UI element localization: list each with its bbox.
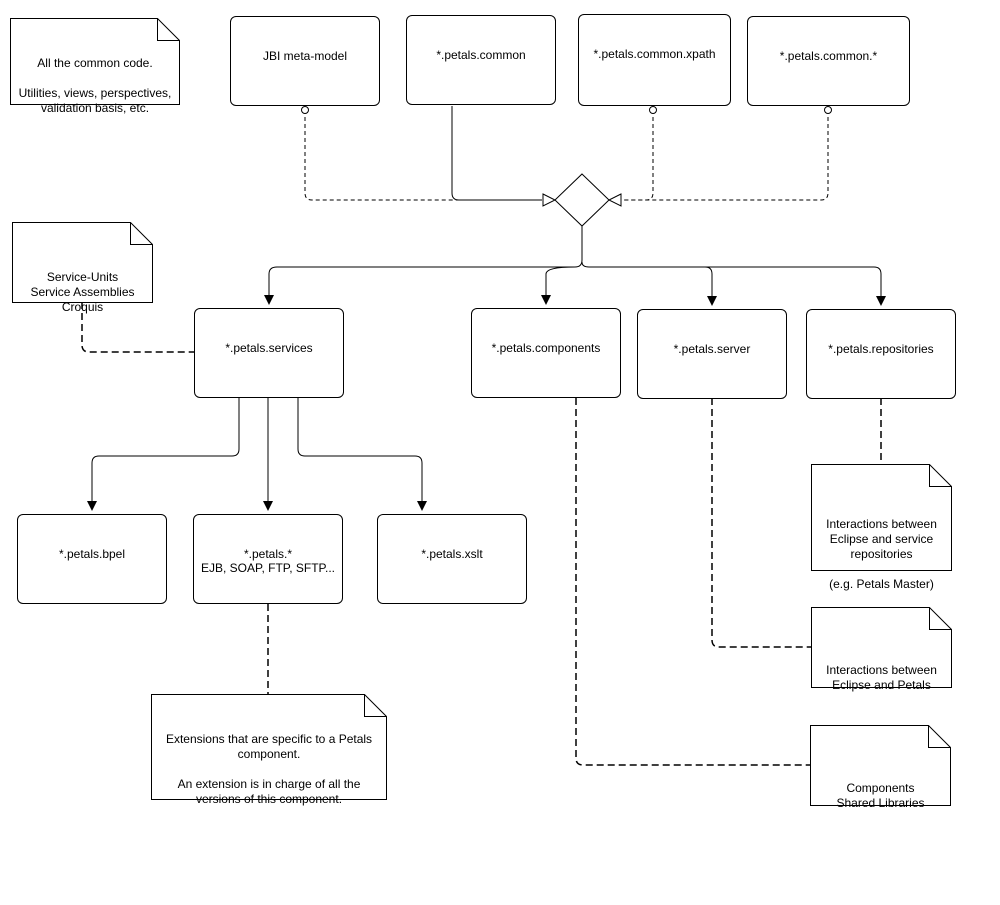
connector-end-jbi (301, 106, 309, 114)
module-label: *.petals.bpel (58, 547, 126, 561)
module-label: *.petals.components (491, 341, 601, 355)
module-petals-common-xpath: *.petals.common.xpath (578, 14, 731, 106)
connector-jbi-to-diamond (304, 110, 542, 201)
module-label: *.petals.common.* (779, 49, 878, 63)
module-label: *.petals.repositories (828, 342, 934, 356)
module-label: *.petals.services (225, 341, 313, 355)
note-text: Interactions between Eclipse and Petals (826, 663, 937, 692)
note-eclipse-petals: Interactions between Eclipse and Petals (811, 607, 952, 692)
note-shape (10, 18, 180, 105)
note-shape (810, 725, 951, 806)
connector-to-server (581, 261, 717, 306)
module-petals-repositories: *.petals.repositories (806, 309, 956, 399)
module-label: *.petals.server (673, 342, 751, 356)
note-shape (811, 607, 952, 688)
connector-to-bpel (87, 398, 240, 511)
note-common-code: All the common code. Utilities, views, p… (10, 18, 180, 115)
note-repositories: Interactions between Eclipse and service… (811, 464, 952, 591)
module-petals-xslt: *.petals.xslt (377, 514, 527, 604)
module-petals-extensions: *.petals.* EJB, SOAP, FTP, SFTP... (193, 514, 343, 604)
connector-to-components (541, 266, 576, 305)
module-jbi-meta-model: JBI meta-model (230, 16, 380, 106)
connector-xpath-to-diamond (621, 110, 654, 201)
note-text: Components Shared Libraries (836, 781, 925, 810)
module-petals-components: *.petals.components (471, 308, 621, 398)
note-text: Interactions between Eclipse and service… (826, 517, 937, 591)
note-shape (151, 694, 387, 800)
connector-diamond-trunk (264, 226, 583, 305)
module-petals-common: *.petals.common (406, 15, 556, 105)
connector-end-xpath (649, 106, 657, 114)
connector-common-to-diamond (451, 106, 542, 201)
merge-diamond (554, 173, 610, 227)
arrowhead-left (542, 193, 557, 207)
connector-commonstar-to-diamond (621, 110, 829, 201)
module-label: JBI meta-model (262, 49, 348, 63)
note-service-units: Service-Units Service Assemblies Croquis (12, 222, 153, 314)
module-petals-bpel: *.petals.bpel (17, 514, 167, 604)
connector-to-xslt (297, 398, 427, 511)
note-text: All the common code. Utilities, views, p… (18, 56, 172, 115)
note-text: Extensions that are specific to a Petals… (165, 732, 373, 806)
connector-note-shared-libraries (575, 398, 810, 766)
connector-note-eclipse-petals (711, 398, 811, 648)
module-label: *.petals.common.xpath (593, 47, 716, 61)
module-petals-server: *.petals.server (637, 309, 787, 399)
note-shape (811, 464, 952, 571)
connector-note-service-units (81, 302, 194, 353)
note-shape (12, 222, 153, 303)
module-label: *.petals.* EJB, SOAP, FTP, SFTP... (200, 547, 336, 575)
note-shared-libraries: Components Shared Libraries (810, 725, 951, 810)
module-label: *.petals.common (436, 48, 526, 62)
module-petals-common-star: *.petals.common.* (747, 16, 910, 106)
note-text: Service-Units Service Assemblies Croquis (30, 270, 135, 314)
module-label: *.petals.xslt (421, 547, 483, 561)
connector-end-commonstar (824, 106, 832, 114)
module-petals-services: *.petals.services (194, 308, 344, 398)
arrowhead-right (607, 193, 622, 207)
connector-to-repositories (705, 266, 886, 306)
note-extensions: Extensions that are specific to a Petals… (151, 694, 387, 806)
